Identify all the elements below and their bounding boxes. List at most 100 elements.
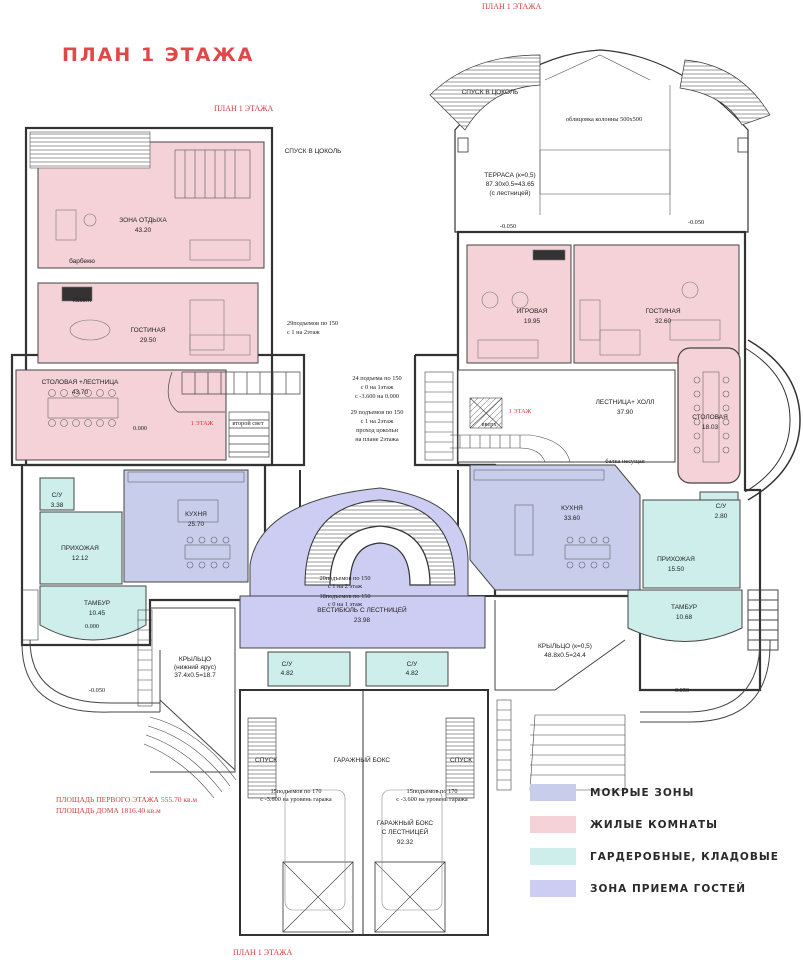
legend-swatch-storage xyxy=(530,848,576,865)
room-stolovaya-left xyxy=(16,370,226,460)
kitchen-furniture-left xyxy=(127,471,245,569)
note-stair-3c: проход цокольн xyxy=(356,427,399,434)
area-kuhnya-left: 25.70 xyxy=(188,521,205,528)
level-m0050-c: -0.050 xyxy=(500,223,516,230)
level-m0050-a: -0.050 xyxy=(89,687,105,694)
level-m0050-d: -0.050 xyxy=(688,219,704,226)
area-garage-stairs: 92.32 xyxy=(397,839,414,846)
note-garage-2b: с -3.600 на уровень гаража xyxy=(396,796,468,803)
label-kryltso-left: КРЫЛЬЦО xyxy=(179,656,211,663)
floor-area: ПЛОЩАДЬ ПЕРВОГО ЭТАЖА 555.70 кв.м xyxy=(56,795,198,804)
label-igrovaya: ИГРОВАЯ xyxy=(517,308,548,315)
room-su-center-1 xyxy=(267,651,351,687)
dining-table-right xyxy=(693,371,730,463)
legend-label-living: ЖИЛЫЕ КОМНАТЫ xyxy=(590,819,718,831)
area-vestibul: 23.98 xyxy=(354,617,371,624)
porch-left xyxy=(21,607,236,773)
area-stolovaya-right: 18.03 xyxy=(702,424,719,431)
area-su-center-1: 4.82 xyxy=(281,670,294,677)
sheet-label-top: ПЛАН 1 ЭТАЖА xyxy=(482,2,542,11)
area-lestnica-holl: 37.90 xyxy=(617,409,634,416)
label-kryltso-right: КРЫЛЬЦО (к=0,5) xyxy=(538,643,592,650)
legend-swatch-living xyxy=(530,816,576,833)
label-stolovaya-right: СТОЛОВАЯ xyxy=(692,414,728,421)
area-prihozhaya-right: 15.50 xyxy=(668,566,685,573)
label-tambur-left: ТАМБУР xyxy=(84,600,110,607)
label-garage: ГАРАЖНЫЙ БОКС xyxy=(334,755,391,764)
sub-terrasa: (с лестницей) xyxy=(489,189,530,197)
area-prihozhaya-left: 12.12 xyxy=(72,555,89,562)
label-tambur-right: ТАМБУР xyxy=(671,604,697,611)
label-gostinaya-left: ГОСТИНАЯ xyxy=(130,327,165,334)
note-stair-3a: 29 подъемов по 150 xyxy=(351,409,404,416)
left-side-stairs xyxy=(21,589,153,707)
room-igrovaya xyxy=(466,244,572,364)
area-tambur-left: 10.45 xyxy=(89,610,106,617)
area-tambur-right: 10.68 xyxy=(676,614,693,621)
legend-label-guest: ЗОНА ПРИЕМА ГОСТЕЙ xyxy=(590,883,747,895)
note-columns: облицовка колонны 500х500 xyxy=(566,116,642,123)
house-area: ПЛОЩАДЬ ДОМА 1816.40 кв.м xyxy=(56,806,161,815)
label-su-left: С/У xyxy=(52,492,64,499)
note-stair-2a: 24 подъема по 150 xyxy=(352,375,401,382)
level-m0050-b: -0.050 xyxy=(673,687,689,694)
room-tambur-right xyxy=(627,589,743,642)
area-summary: ПЛОЩАДЬ ПЕРВОГО ЭТАЖА 555.70 кв.м ПЛОЩАД… xyxy=(56,794,197,816)
dining-table-left xyxy=(47,389,119,427)
room-gostinaya-right xyxy=(573,244,740,364)
playroom-furniture xyxy=(477,249,566,359)
label-kamin: камин xyxy=(73,297,92,304)
note-stair-1b: с 1 на 2этаж xyxy=(287,329,320,336)
note-stair-4c: 18подъемов по 150 xyxy=(319,593,370,600)
level-0000-b: 0.000 xyxy=(85,623,99,630)
room-su-center-2 xyxy=(365,651,449,687)
note-stair-4d: с 0 на 1 этаж xyxy=(328,601,363,608)
label-terrasa: ТЕРРАСА (к=0,5) xyxy=(484,172,535,179)
area-su-left: 3.38 xyxy=(51,502,64,509)
porch-right-stairs xyxy=(496,699,626,791)
lounge-furniture xyxy=(55,209,251,261)
area-gostinaya-right: 32.60 xyxy=(655,318,672,325)
label-vestibul: ВЕСТИБЮЛЬ С ЛЕСТНИЦЕЙ xyxy=(317,605,407,614)
room-su-left xyxy=(40,478,74,510)
legend-label-storage: ГАРДЕРОБНЫЕ, КЛАДОВЫЕ xyxy=(590,851,779,863)
area-kryltso-left: 37.4х0.5=18.7 xyxy=(174,672,216,679)
area-kryltso-right: 48.8х0.5=24.4 xyxy=(544,652,586,659)
legend-swatch-guest xyxy=(530,880,576,897)
note-spusk-tsokol-right: СПУСК В ЦОКОЛЬ xyxy=(462,89,519,96)
label-barbecue: барбекю xyxy=(69,257,95,265)
area-kuhnya-right: 33.60 xyxy=(564,515,581,522)
note-etazh-1b: 1 ЭТАЖ xyxy=(509,408,532,415)
room-kuhnya-left xyxy=(124,470,248,582)
room-stolovaya-right xyxy=(677,347,741,484)
label-stolovaya-left: СТОЛОВАЯ +ЛЕСТНИЦА xyxy=(42,379,119,386)
terrace xyxy=(429,49,771,233)
area-zona-otdyha: 43.20 xyxy=(135,227,152,234)
label-kuhnya-left: КУХНЯ xyxy=(185,511,207,518)
room-kuhnya-right xyxy=(469,464,641,591)
label-su-center-2: С/У xyxy=(407,661,419,668)
area-terrasa: 87.30х0.5=43.65 xyxy=(486,181,535,188)
label-gostinaya-right: ГОСТИНАЯ xyxy=(645,308,680,315)
note-garage-1a: 15подъемов по 170 xyxy=(270,788,321,795)
room-tambur-left xyxy=(39,585,147,641)
label-prihozhaya-right: ПРИХОЖАЯ xyxy=(657,556,695,563)
spiral-staircase xyxy=(304,499,456,586)
legend-swatch-wet xyxy=(530,784,576,801)
sub-garage-stairs: С ЛЕСТНИЦЕЙ xyxy=(382,827,429,836)
label-su-right: С/У xyxy=(716,503,728,510)
kitchen-furniture-right xyxy=(473,469,611,569)
sheet-label-left: ПЛАН 1 ЭТАЖА xyxy=(214,104,274,113)
stair-right xyxy=(424,371,571,463)
note-stair-2b: с 0 на 1этаж xyxy=(361,384,394,391)
area-igrovaya: 19.95 xyxy=(524,318,541,325)
stair-left-curved xyxy=(167,371,301,458)
porch-left-stairs xyxy=(143,716,237,799)
note-stair-4b: с 1 на 2 этаж xyxy=(328,583,363,590)
label-zona-otdyha: ЗОНА ОТДЫХА xyxy=(119,217,167,224)
legend-label-wet: МОКРЫЕ ЗОНЫ xyxy=(590,787,695,799)
room-prihozhaya-right xyxy=(642,499,741,589)
label-garage-stairs: ГАРАЖНЫЙ БОКС xyxy=(377,818,434,827)
note-stair-3b: с 1 на 2этаж xyxy=(361,418,394,425)
